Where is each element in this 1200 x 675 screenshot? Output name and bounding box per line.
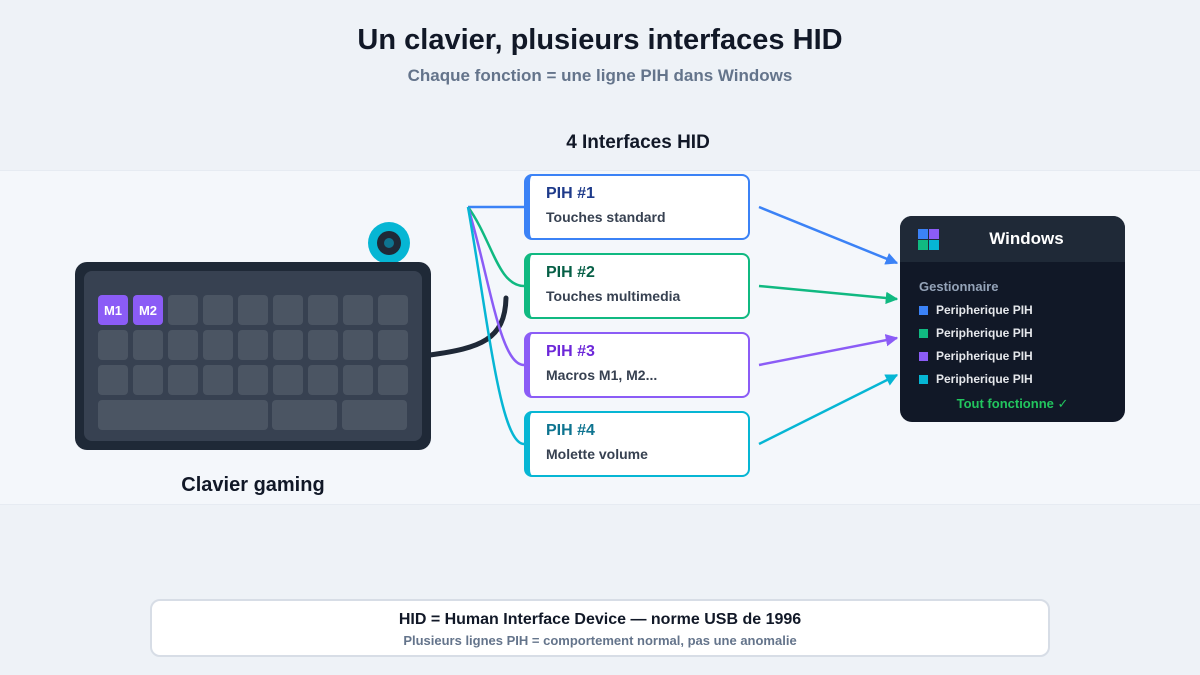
keyboard-key (343, 295, 373, 325)
keyboard-key (343, 330, 373, 360)
logo-square (918, 240, 928, 250)
arrow-pih-2-windows (758, 284, 899, 305)
keyboard-key (238, 330, 268, 360)
link-to-pih-3 (466, 206, 525, 367)
device-item: Peripherique PIH (919, 326, 1033, 340)
macro-key: M1 (98, 295, 128, 325)
device-color-icon (919, 351, 928, 361)
keyboard-key (272, 400, 337, 430)
keyboard-key (168, 365, 198, 395)
windows-panel: Windows Gestionnaire Peripherique PIH Pe… (900, 216, 1125, 422)
keyboard-key (98, 330, 128, 360)
keyboard-key (342, 400, 407, 430)
keyboard-key (273, 365, 303, 395)
link-to-pih-2 (466, 206, 525, 288)
page-title: Un clavier, plusieurs interfaces HID (357, 24, 843, 56)
volume-knob (368, 222, 410, 264)
keyboard-label: Clavier gaming (181, 474, 325, 496)
footer-sub: Plusieurs lignes PIH = comportement norm… (403, 633, 797, 648)
pih-desc: Macros M1, M2... (546, 367, 658, 383)
keyboard-key (273, 295, 303, 325)
macro-key: M2 (133, 295, 163, 325)
keyboard-key (203, 295, 233, 325)
keyboard-key (308, 365, 338, 395)
pih-box-1: PIH #1 Touches standard (524, 174, 750, 240)
keyboard-key (133, 365, 163, 395)
interfaces-heading: 4 Interfaces HID (566, 132, 710, 153)
device-label: Peripherique PIH (936, 372, 1033, 386)
keyboard-key (343, 365, 373, 395)
device-item: Peripherique PIH (919, 303, 1033, 317)
device-item: Peripherique PIH (919, 372, 1033, 386)
device-label: Peripherique PIH (936, 303, 1033, 317)
pih-title: PIH #3 (546, 343, 595, 360)
device-label: Peripherique PIH (936, 326, 1033, 340)
knob-dot (384, 238, 394, 248)
keyboard-key (273, 330, 303, 360)
keyboard-key (98, 400, 268, 430)
status-text: Tout fonctionne ✓ (956, 396, 1069, 411)
pih-box-3: PIH #3 Macros M1, M2... (524, 332, 750, 398)
pih-box-4: PIH #4 Molette volume (524, 411, 750, 477)
pih-desc: Touches standard (546, 209, 666, 225)
knob-inner (377, 231, 401, 255)
device-color-icon (919, 328, 928, 338)
usb-cable (427, 295, 509, 358)
page-subtitle: Chaque fonction = une ligne PIH dans Win… (407, 66, 793, 85)
keyboard-key (203, 365, 233, 395)
keyboard-key (308, 330, 338, 360)
keyboard-key (168, 330, 198, 360)
footer-main: HID = Human Interface Device — norme USB… (398, 611, 802, 628)
windows-logo-icon (918, 229, 939, 250)
windows-title: Windows (989, 229, 1064, 248)
pih-desc: Touches multimedia (546, 288, 681, 304)
keyboard-key (378, 295, 408, 325)
arrow-pih-3-windows (758, 334, 899, 367)
keyboard-key (378, 330, 408, 360)
windows-header: Windows (900, 216, 1125, 262)
device-manager-label: Gestionnaire (919, 279, 999, 294)
keyboard-key (133, 330, 163, 360)
keyboard-key (203, 330, 233, 360)
link-to-pih-4 (466, 206, 525, 446)
pih-title: PIH #1 (546, 185, 595, 202)
keyboard-key (168, 295, 198, 325)
arrow-pih-4-windows (758, 373, 899, 446)
arrow-pih-1-windows (758, 205, 899, 265)
keyboard-key (308, 295, 338, 325)
keyboard-key (378, 365, 408, 395)
pih-title: PIH #4 (546, 422, 595, 439)
keyboard-key (98, 365, 128, 395)
logo-square (929, 240, 939, 250)
keyboard-key (238, 365, 268, 395)
pih-desc: Molette volume (546, 446, 648, 462)
logo-square (918, 229, 928, 239)
device-label: Peripherique PIH (936, 349, 1033, 363)
device-item: Peripherique PIH (919, 349, 1033, 363)
pih-title: PIH #2 (546, 264, 595, 281)
pih-box-2: PIH #2 Touches multimedia (524, 253, 750, 319)
keyboard-key (238, 295, 268, 325)
device-color-icon (919, 374, 928, 384)
info-footer: HID = Human Interface Device — norme USB… (150, 599, 1050, 657)
logo-square (929, 229, 939, 239)
device-color-icon (919, 305, 928, 315)
